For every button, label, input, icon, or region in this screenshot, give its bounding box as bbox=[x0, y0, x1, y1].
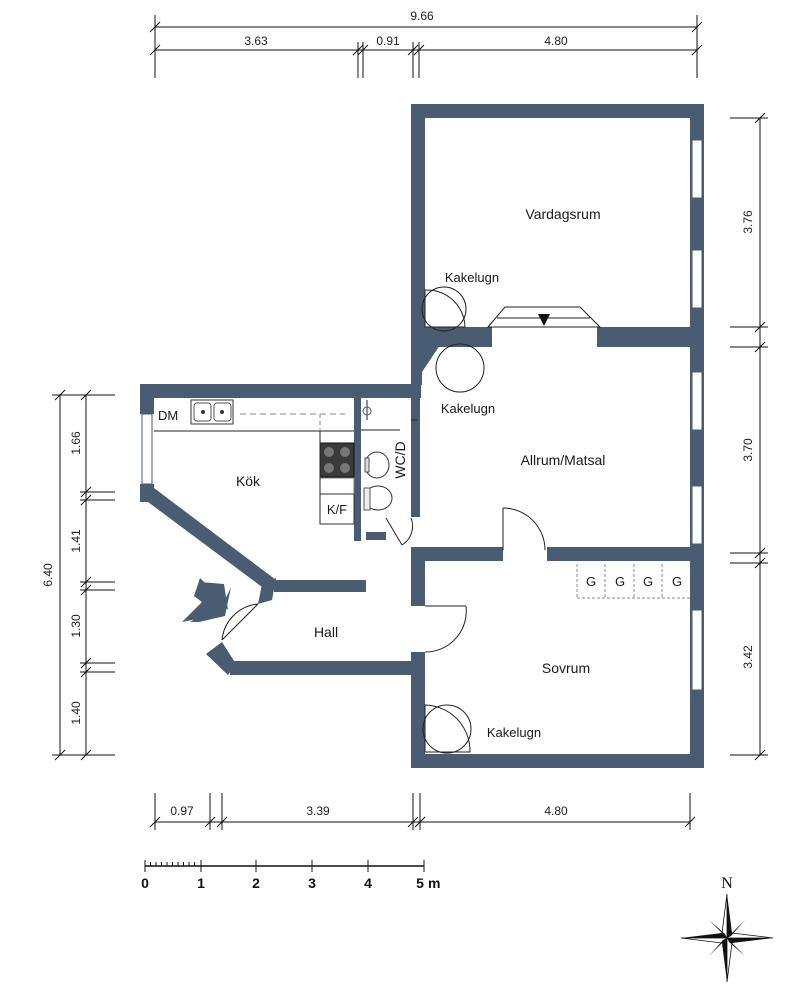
dim-top-total: 9.66 bbox=[410, 9, 434, 23]
kakelugn-label-1: Kakelugn bbox=[445, 270, 499, 285]
room-label-kok: Kök bbox=[236, 473, 261, 489]
room-labels: Vardagsrum Allrum/Matsal Kök Hall Sovrum… bbox=[158, 206, 605, 740]
kakelugn-stoves bbox=[421, 286, 485, 754]
dim-right-seg-3: 3.42 bbox=[741, 645, 755, 669]
compass-north-label: N bbox=[721, 875, 733, 892]
stove-icon bbox=[319, 442, 355, 478]
sink-icon bbox=[190, 399, 234, 425]
dim-left-seg-3: 1.30 bbox=[69, 614, 83, 638]
dim-top-seg-1: 3.63 bbox=[244, 34, 268, 48]
windows bbox=[141, 139, 703, 691]
kitchen-fixtures bbox=[154, 399, 355, 525]
scale-unit: m bbox=[428, 875, 440, 891]
wardrobe-label-3: G bbox=[643, 574, 653, 589]
fridge-freezer-label: K/F bbox=[327, 502, 347, 517]
room-label-sovrum: Sovrum bbox=[542, 660, 590, 676]
dim-left-seg-4: 1.40 bbox=[69, 701, 83, 725]
compass-rose-icon: N bbox=[680, 875, 774, 983]
wardrobe-label-4: G bbox=[672, 574, 682, 589]
dim-top-seg-3: 4.80 bbox=[544, 34, 568, 48]
kakelugn-stove-2 bbox=[435, 343, 485, 393]
doors bbox=[221, 306, 602, 653]
dim-top-seg-2: 0.91 bbox=[376, 34, 400, 48]
dishwasher-label: DM bbox=[158, 408, 178, 423]
left-dimensions: 6.40 1.66 1.41 1.30 1.40 bbox=[41, 389, 115, 761]
dim-bottom-seg-1: 0.97 bbox=[170, 804, 194, 818]
kakelugn-label-3: Kakelugn bbox=[487, 725, 541, 740]
dim-left-seg-2: 1.41 bbox=[69, 529, 83, 553]
bottom-dimensions: 0.97 3.39 4.80 bbox=[149, 793, 696, 830]
dim-left-total: 6.40 bbox=[41, 563, 55, 587]
dim-bottom-seg-3: 4.80 bbox=[544, 804, 568, 818]
scale-tick-4: 4 bbox=[364, 875, 372, 891]
room-label-allrum: Allrum/Matsal bbox=[521, 452, 606, 468]
kakelugn-stove-3 bbox=[424, 704, 471, 753]
dim-right-seg-2: 3.70 bbox=[741, 438, 755, 462]
walls bbox=[140, 104, 704, 768]
scale-tick-3: 3 bbox=[308, 875, 316, 891]
right-dimensions: 3.76 3.70 3.42 bbox=[730, 112, 768, 761]
scale-tick-2: 2 bbox=[252, 875, 260, 891]
kakelugn-label-2: Kakelugn bbox=[441, 401, 495, 416]
kakelugn-stove-1 bbox=[424, 289, 466, 328]
scale-tick-0: 0 bbox=[141, 875, 149, 891]
room-label-wc: WC/D bbox=[392, 441, 408, 478]
dim-bottom-seg-2: 3.39 bbox=[306, 804, 330, 818]
opening-arrow-icon bbox=[538, 314, 550, 326]
dim-left-seg-1: 1.66 bbox=[69, 431, 83, 455]
top-dimensions: 9.66 3.63 0.91 4.80 bbox=[149, 9, 703, 78]
scale-tick-1: 1 bbox=[197, 875, 205, 891]
wardrobes: G G G G bbox=[576, 564, 690, 599]
wardrobe-label-1: G bbox=[586, 574, 596, 589]
scale-tick-5: 5 bbox=[416, 875, 424, 891]
wc-fixtures bbox=[361, 400, 400, 511]
scale-bar: 0 1 2 3 4 5 m bbox=[141, 860, 440, 891]
wardrobe-label-2: G bbox=[615, 574, 625, 589]
dim-right-seg-1: 3.76 bbox=[741, 210, 755, 234]
room-label-hall: Hall bbox=[314, 624, 338, 640]
room-label-vardagsrum: Vardagsrum bbox=[525, 206, 600, 222]
